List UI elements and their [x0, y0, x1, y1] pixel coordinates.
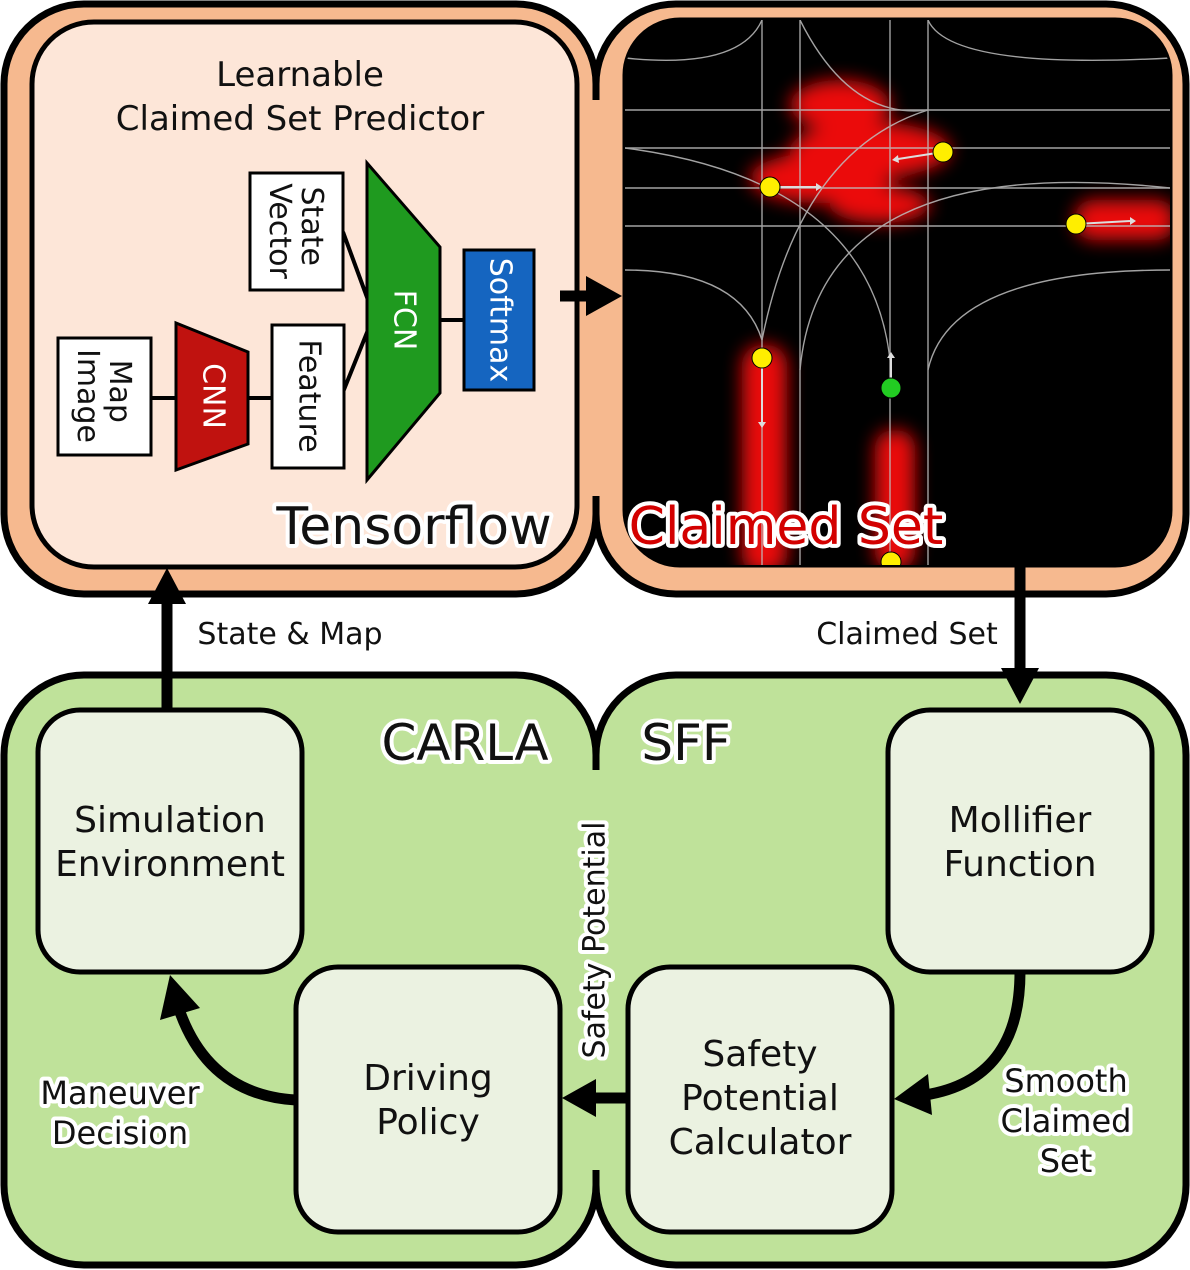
state-vector-line1: State — [294, 187, 329, 266]
claimed-set-map — [622, 17, 1173, 568]
maneuver-decision-arrow — [160, 975, 297, 1106]
mollifier-line2: Function — [943, 844, 1096, 885]
carla-label: CARLA — [381, 714, 548, 772]
calc-line2: Potential — [681, 1078, 839, 1119]
network-connectors — [150, 231, 464, 400]
smooth-claimed-set-arrow — [894, 971, 1026, 1115]
simulation-environment-box: Simulation Environment — [35, 707, 305, 975]
claimed-set-arrow — [1001, 565, 1039, 704]
driving-policy-box: Driving Policy — [293, 964, 563, 1235]
mollifier-line1: Mollifier — [949, 800, 1092, 841]
safety-potential-label: Safety Potential — [578, 822, 613, 1059]
softmax-label: Softmax — [483, 258, 518, 383]
mollifier-function-box: Mollifier Function — [885, 707, 1155, 975]
state-map-label: State & Map — [197, 617, 382, 652]
smooth-line1: Smooth — [1004, 1062, 1127, 1100]
softmax-block: Softmax — [462, 248, 536, 392]
claimed-set-title: Claimed Set — [629, 497, 944, 557]
map-image-line2: Image — [70, 349, 105, 443]
state-vector-line2: Vector — [262, 183, 297, 279]
svg-text:State Vector: State Vector — [262, 183, 329, 279]
fcn-label: FCN — [387, 290, 422, 351]
map-image-block: Map Image — [56, 336, 153, 457]
maneuver-line1: Maneuver — [40, 1074, 200, 1112]
cnn-block: CNN — [174, 320, 250, 473]
feature-label: Feature — [292, 339, 327, 452]
state-map-arrow — [148, 568, 186, 710]
tensorflow-label: Tensorflow — [275, 497, 551, 557]
simulation-line2: Environment — [55, 844, 285, 885]
svg-text:Map Image: Map Image — [70, 349, 137, 443]
map-image-line1: Map — [102, 360, 137, 423]
fcn-block: FCN — [365, 158, 442, 485]
maneuver-line2: Decision — [52, 1114, 188, 1152]
state-vector-block: State Vector — [248, 171, 345, 292]
calc-line3: Calculator — [669, 1122, 852, 1163]
smooth-line3: Set — [1040, 1142, 1093, 1180]
predictor-title-line2: Claimed Set Predictor — [116, 99, 484, 139]
safety-potential-calculator-box: Safety Potential Calculator — [625, 964, 895, 1235]
predictor-to-map-arrow — [560, 276, 622, 316]
vehicles — [751, 141, 1136, 565]
smooth-line2: Claimed — [1001, 1102, 1132, 1140]
driving-line2: Policy — [376, 1102, 480, 1143]
road-lines — [625, 20, 1170, 565]
driving-line1: Driving — [363, 1058, 493, 1099]
cnn-label: CNN — [196, 363, 231, 429]
feature-block: Feature — [270, 323, 346, 470]
claimed-set-arrow-label: Claimed Set — [816, 617, 998, 652]
sff-label: SFF — [641, 714, 730, 772]
simulation-line1: Simulation — [74, 800, 266, 841]
safety-potential-arrow — [562, 1079, 628, 1117]
claimed-regions — [742, 80, 1170, 565]
calc-line1: Safety — [702, 1034, 817, 1075]
predictor-title-line1: Learnable — [216, 55, 384, 95]
